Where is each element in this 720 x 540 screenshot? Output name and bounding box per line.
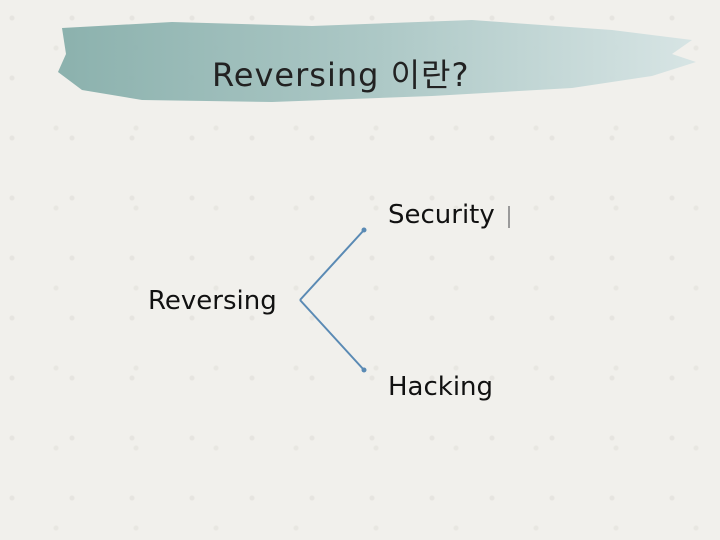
- text-cursor-mark: [508, 206, 510, 228]
- slide-title: Reversing 이란?: [212, 56, 470, 94]
- title-brush-banner: [58, 20, 696, 102]
- node-hacking: Hacking: [388, 372, 494, 402]
- connector-security: [299, 229, 365, 301]
- node-security: Security: [388, 200, 495, 230]
- connector-end-security: [361, 227, 367, 233]
- connector-hacking: [299, 299, 365, 371]
- node-reversing: Reversing: [148, 286, 277, 316]
- connector-end-hacking: [361, 367, 367, 373]
